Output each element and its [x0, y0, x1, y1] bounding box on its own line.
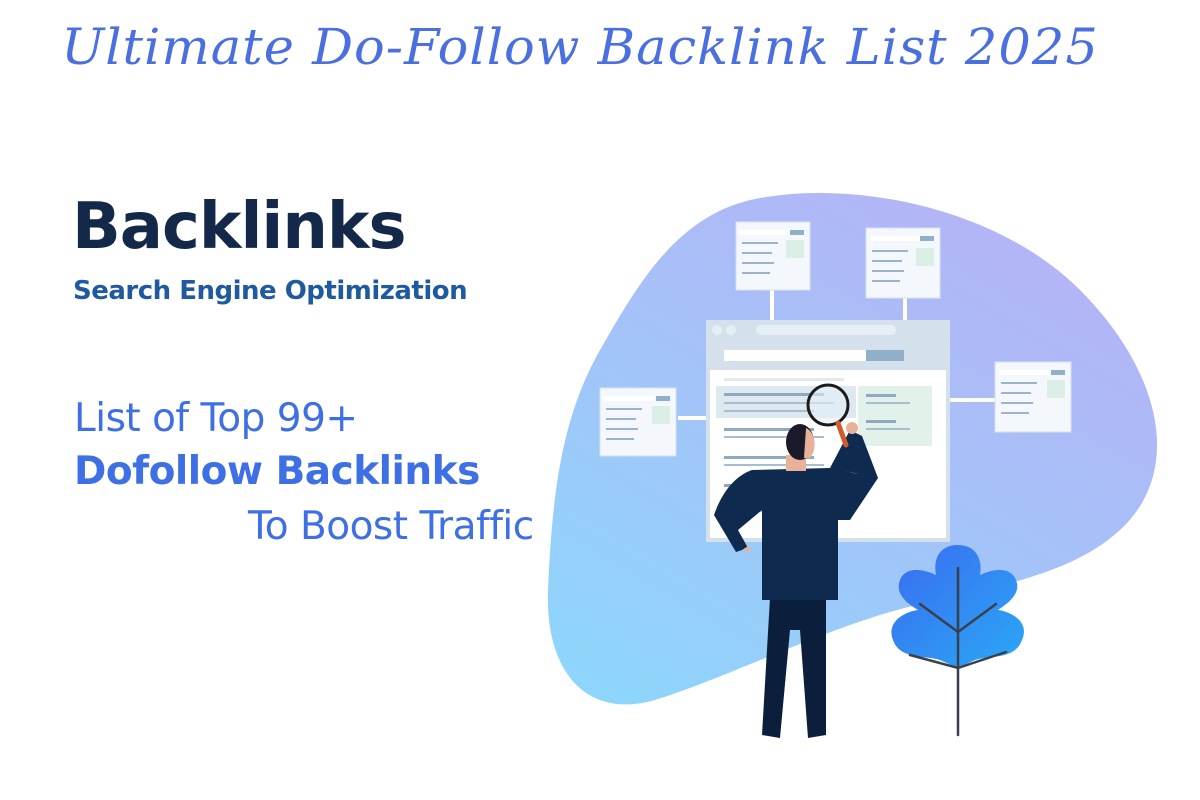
- promo-line-3: To Boost Traffic: [248, 504, 534, 549]
- linked-page-icon: [599, 387, 677, 457]
- banner-title: Ultimate Do-Follow Backlink List 2025: [61, 18, 1099, 76]
- promo-line-1: List of Top 99+: [74, 396, 358, 441]
- subheadline: Search Engine Optimization: [73, 276, 468, 306]
- headline: Backlinks: [72, 190, 407, 264]
- linked-page-icon: [865, 227, 941, 299]
- leaf-plant-icon: [891, 545, 1024, 737]
- promo-line-2: Dofollow Backlinks: [74, 449, 480, 494]
- linked-page-icon: [994, 361, 1072, 433]
- person-figure: [714, 422, 878, 738]
- linked-page-icon: [735, 221, 811, 291]
- connector-lines: [678, 290, 995, 420]
- magnifying-glass-icon: [806, 383, 850, 448]
